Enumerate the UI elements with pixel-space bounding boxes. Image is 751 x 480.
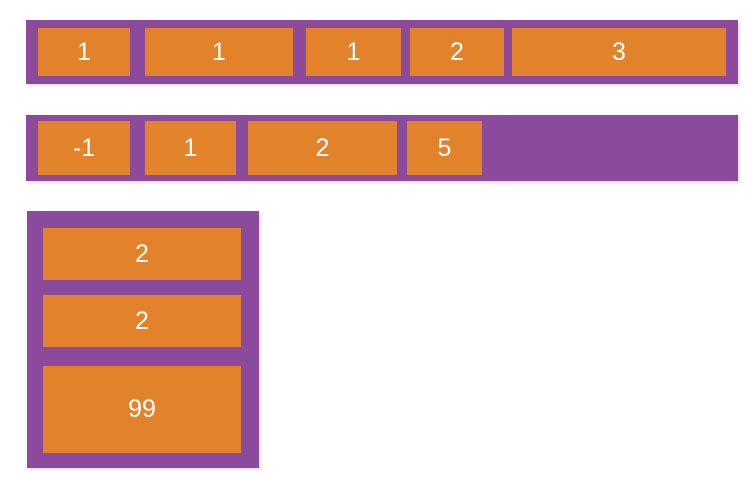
flex-item: 1 [38, 28, 130, 76]
flex-item: 2 [248, 121, 397, 175]
flex-item: 1 [145, 28, 293, 76]
flex-container-column: 2 2 99 [27, 211, 259, 468]
flex-item: 3 [512, 28, 726, 76]
flex-item: 1 [306, 28, 401, 76]
flex-container-row-a: 1 1 1 2 3 [26, 20, 738, 84]
flex-item: 2 [410, 28, 504, 76]
flex-item: 99 [43, 366, 241, 453]
flex-item: 2 [43, 295, 241, 347]
flex-item: 2 [43, 228, 241, 280]
flex-item: -1 [38, 121, 130, 175]
flex-item: 5 [407, 121, 482, 175]
flex-container-row-b: -1 1 2 5 [26, 115, 738, 181]
flex-item: 1 [145, 121, 236, 175]
